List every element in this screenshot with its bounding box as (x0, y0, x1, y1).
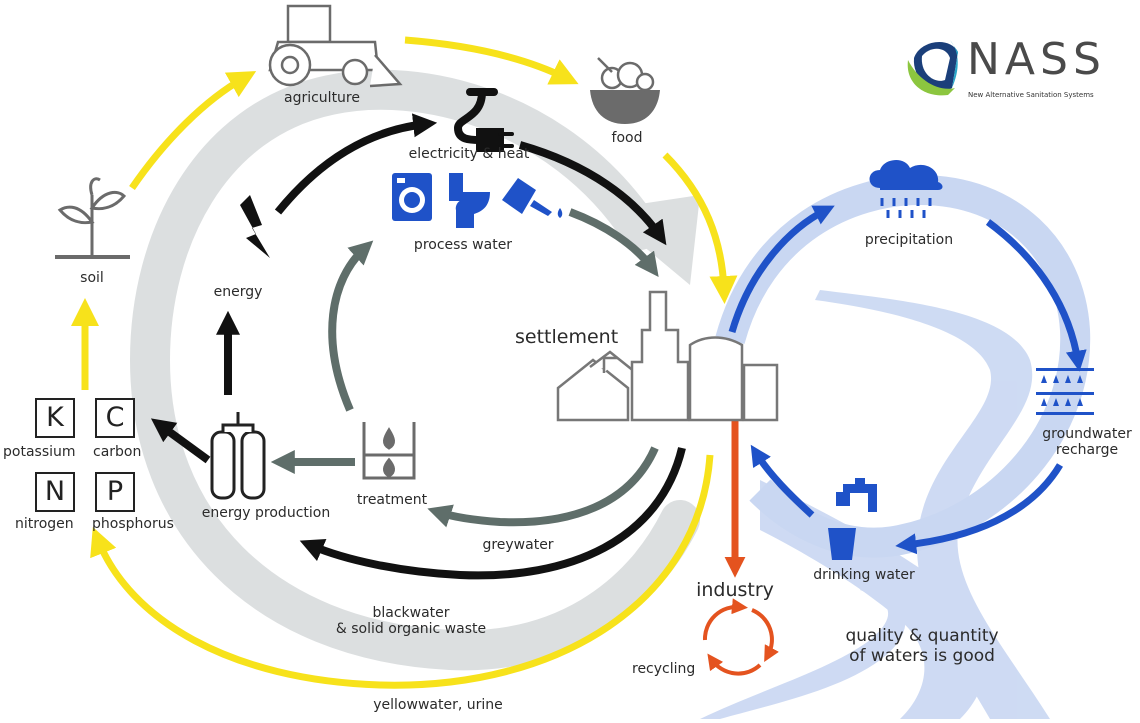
label-yellowwater: yellowwater, urine (373, 697, 503, 713)
nutrient-box-p: P (95, 472, 135, 512)
washing-machine-icon (392, 173, 432, 221)
label-energy-production: energy production (201, 505, 331, 521)
greywater-flow (270, 208, 659, 528)
watering-can-icon (502, 178, 563, 218)
settlement-icon (556, 290, 779, 422)
yellow-arrow-yellowwater (90, 454, 714, 689)
label-recycling: recycling (632, 661, 696, 677)
blue-arrow-to-groundwater (985, 219, 1087, 372)
lightning-icon (240, 195, 270, 258)
yellow-arrow-to-agriculture (129, 71, 257, 190)
label-potassium: potassium (3, 444, 76, 460)
tap-glass-icon (828, 478, 877, 560)
cloud-rain-icon (869, 159, 943, 218)
nass-logo-mark (907, 40, 958, 96)
label-groundwater-line2: recharge (1055, 442, 1119, 459)
nutrient-box-n: N (35, 472, 75, 512)
food-bowl-icon (590, 57, 660, 124)
gray-cycle-arc (129, 69, 700, 671)
toilet-icon (449, 173, 490, 228)
label-treatment: treatment (356, 492, 428, 508)
label-food: food (611, 130, 643, 146)
label-agriculture: agriculture (284, 90, 360, 106)
yellow-flow (71, 36, 738, 689)
blue-arrow-to-precipitation (728, 205, 835, 333)
label-soil: soil (80, 270, 104, 286)
label-groundwater-line1: groundwater (1042, 426, 1132, 442)
plug-icon (453, 88, 514, 152)
gray-arc-head (600, 195, 700, 285)
label-groundwater-recharge: groundwater recharge (1042, 426, 1131, 458)
slate-arrow-to-process-water (328, 240, 374, 412)
tractor-icon (268, 4, 403, 88)
black-arrow-to-electricity (274, 113, 438, 215)
black-arrow-to-nutrients (150, 418, 211, 464)
label-blackwater-line1: blackwater (372, 605, 450, 621)
sapling-icon (55, 177, 130, 259)
water-cycle-ring (715, 174, 1091, 558)
label-electricity-heat: electricity & heat (408, 146, 530, 162)
nutrient-box-c: C (95, 398, 135, 438)
blue-arrow-to-drinking-water (895, 463, 1064, 555)
label-energy: energy (213, 284, 263, 300)
label-industry: industry (696, 579, 774, 601)
label-precipitation: precipitation (864, 232, 954, 248)
logo-subtitle: New Alternative Sanitation Systems (968, 91, 1094, 99)
blue-flow (728, 205, 1087, 555)
label-blackwater-line2: & solid organic waste (335, 621, 487, 638)
black-arrow-to-settlement (518, 141, 667, 246)
quality-line1: quality & quantity (845, 626, 999, 646)
label-blackwater: blackwater & solid organic waste (336, 605, 486, 637)
label-carbon: carbon (93, 444, 142, 460)
logo-name: NASS (967, 34, 1106, 85)
yellow-arrow-to-food (404, 36, 579, 85)
treatment-icon (362, 422, 416, 480)
slate-arrow-greywater (427, 446, 659, 528)
recycling-icon (702, 598, 779, 676)
label-greywater: greywater (482, 537, 554, 553)
label-drinking-water: drinking water (813, 567, 915, 583)
slate-arrow-to-settlement (568, 208, 659, 278)
groundwater-icon (1036, 368, 1094, 415)
quality-line2: of waters is good (849, 645, 995, 666)
black-arrow-blackwater (299, 447, 686, 580)
quality-note: quality & quantity of waters is good (845, 626, 999, 666)
label-nitrogen: nitrogen (15, 516, 74, 532)
black-flow (150, 113, 686, 580)
yellow-arrow-to-settlement (662, 152, 738, 304)
label-process-water: process water (413, 237, 513, 253)
tanks-icon (210, 412, 266, 500)
label-settlement: settlement (515, 326, 619, 348)
label-phosphorus: phosphorus (92, 516, 174, 532)
blue-arrow-to-settlement (750, 444, 815, 518)
nutrient-box-k: K (35, 398, 75, 438)
